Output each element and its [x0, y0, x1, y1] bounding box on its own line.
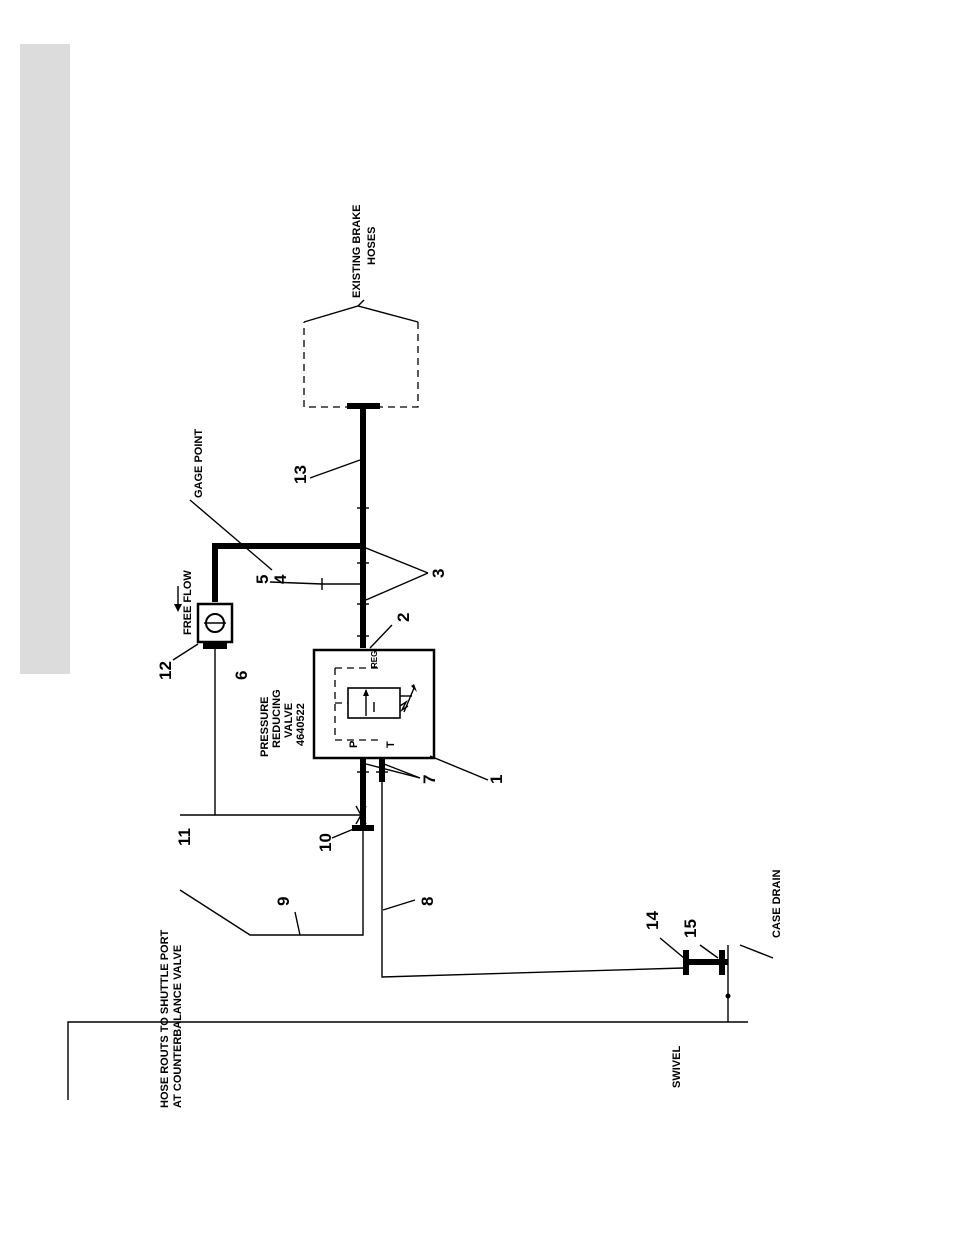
callout-12: 12 [156, 661, 175, 680]
existing-brake-hoses-label-2: HOSES [366, 226, 378, 265]
port-reg-label: REG [370, 651, 379, 668]
gage-point-line [215, 546, 363, 602]
callout-leaders [173, 460, 718, 958]
existing-brake-hoses-bracket [304, 300, 418, 407]
valve-label-1: PRESSURE [259, 696, 271, 757]
callout-3: 3 [429, 569, 448, 578]
case-drain-leader [740, 945, 773, 958]
callout-8: 8 [418, 897, 437, 906]
gage-point-label: GAGE POINT [193, 429, 205, 498]
valve-label-3: VALVE [283, 703, 295, 738]
callout-14: 14 [643, 911, 662, 930]
hose-routs-label-1: HOSE ROUTS TO SHUTTLE PORT [159, 929, 171, 1108]
callout-2: 2 [394, 613, 413, 622]
hose-to-shuttle-port [180, 828, 363, 935]
existing-brake-hoses-label-1: EXISTING BRAKE [351, 204, 363, 298]
port-t-label: T [385, 741, 397, 748]
brake-line [347, 406, 380, 648]
tee-fitting [322, 578, 363, 590]
callout-9: 9 [274, 897, 293, 906]
gage-point-leader [190, 500, 272, 570]
callout-5: 5 [253, 575, 272, 584]
callout-13: 13 [291, 465, 310, 484]
callout-10: 10 [316, 833, 335, 852]
valve-label-2: REDUCING [271, 689, 283, 748]
callout-11: 11 [175, 828, 194, 846]
check-valve [198, 604, 232, 646]
callout-4: 4 [271, 574, 290, 584]
hose-routs-label-2: AT COUNTERBALANCE VALVE [172, 945, 184, 1108]
free-flow-label: FREE FLOW [182, 570, 194, 635]
free-flow-arrow [174, 586, 182, 612]
swivel-label: SWIVEL [671, 1046, 683, 1088]
callout-6: 6 [232, 671, 251, 680]
callout-15: 15 [681, 919, 700, 938]
callout-1: 1 [487, 775, 506, 784]
case-drain-label: CASE DRAIN [771, 869, 783, 938]
callout-7: 7 [420, 775, 439, 784]
port-p-label: P [348, 741, 360, 748]
valve-label-4: 4640522 [295, 703, 307, 746]
